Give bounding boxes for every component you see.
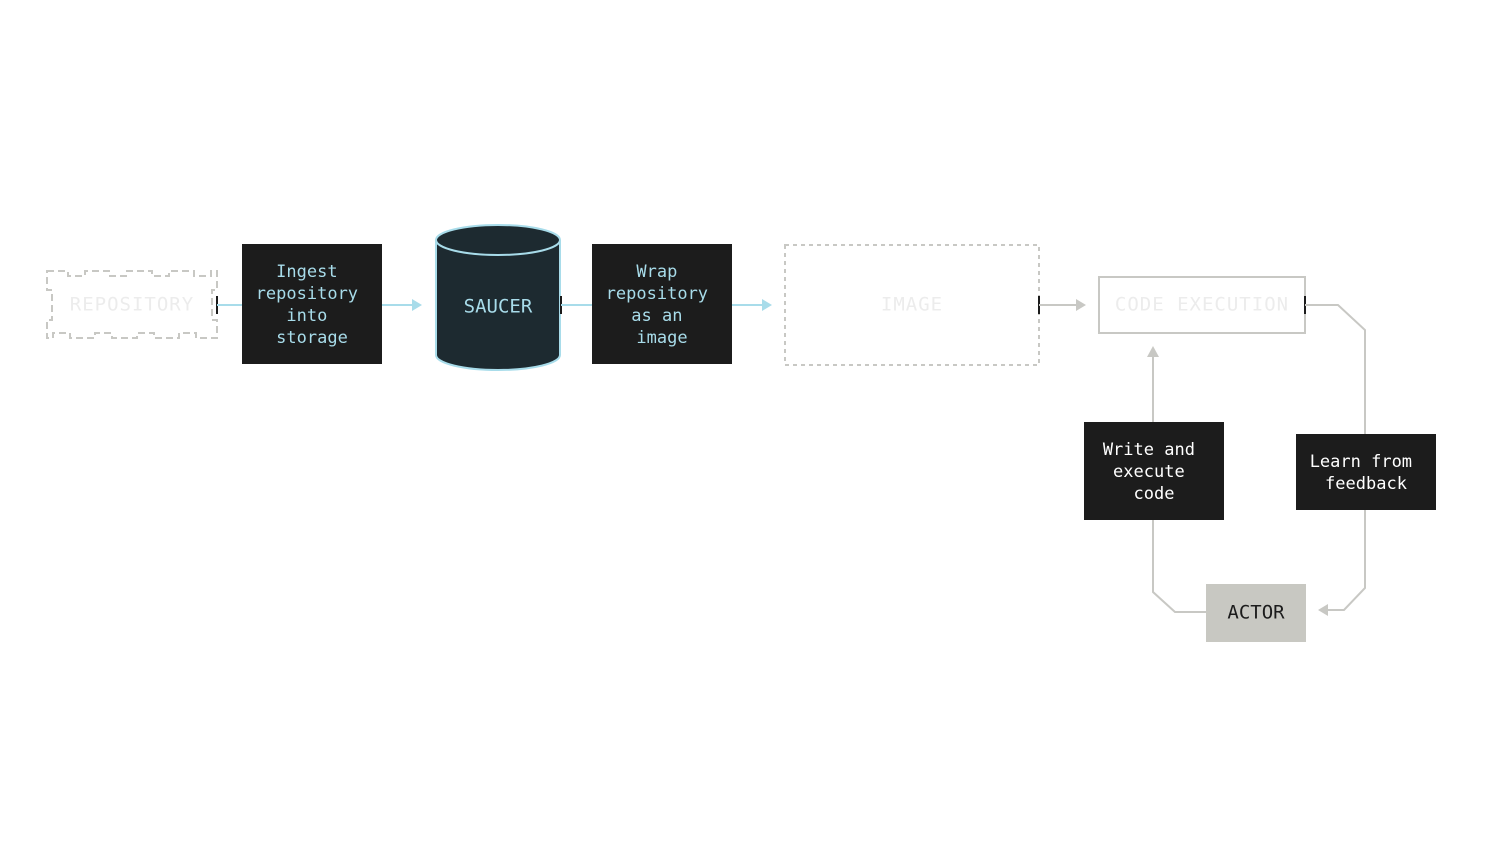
actor-node: ACTOR: [1206, 584, 1306, 642]
arrow-head: [762, 299, 772, 311]
svg-text:Write and execute: Write and execute code: [1103, 440, 1205, 504]
arrow-image-code: [1038, 296, 1086, 314]
learn-feedback-line-1: Learn from: [1310, 452, 1412, 472]
wrap-box: [592, 244, 732, 364]
saucer-cylinder-top: [435, 224, 561, 256]
saucer-cylinder-body: [435, 240, 561, 371]
arrow-ingest-saucer: [382, 299, 422, 311]
ingest-box: [242, 244, 382, 364]
ingest-line-2: repository: [256, 284, 358, 304]
connector-saucer-wrap: [560, 296, 592, 314]
wrap-step: Wrap repository as an image: [592, 244, 732, 364]
write-execute-line-2: execute: [1113, 462, 1185, 482]
ingest-line-1: Ingest: [276, 262, 337, 282]
ingest-line-4: storage: [276, 328, 348, 348]
write-execute-step: Write and execute code: [1084, 422, 1224, 520]
arrow-head: [1076, 299, 1086, 311]
actor-box: [1206, 584, 1306, 642]
learn-feedback-box: [1296, 434, 1436, 510]
svg-text:Learn from feedback: Learn from feedback: [1310, 452, 1423, 494]
svg-text:Ingest repository: Ingest repository into storage: [256, 262, 369, 348]
wrap-line-4: image: [636, 328, 687, 348]
arrow-head: [1318, 604, 1328, 616]
write-execute-line-1: Write and: [1103, 440, 1195, 460]
image-label: IMAGE: [881, 294, 943, 316]
connector-repo-ingest: [216, 296, 242, 314]
saucer-database: SAUCER: [435, 224, 561, 371]
repository-node: REPOSITORY: [46, 270, 218, 339]
learn-feedback-line-2: feedback: [1325, 474, 1407, 494]
saucer-label: SAUCER: [464, 296, 533, 318]
svg-text:Wrap repository as: Wrap repository as an image: [606, 262, 719, 348]
learn-feedback-step: Learn from feedback: [1296, 434, 1436, 510]
code-execution-node: CODE EXECUTION: [1098, 276, 1306, 334]
image-node: IMAGE: [784, 244, 1040, 366]
ingest-step: Ingest repository into storage: [242, 244, 382, 364]
repository-label: REPOSITORY: [70, 294, 194, 316]
arrow-head: [1147, 346, 1159, 357]
arrow-wrap-image: [732, 299, 772, 311]
wrap-line-1: Wrap: [636, 262, 677, 282]
wrap-line-3: as an: [631, 306, 682, 326]
arrow-head: [412, 299, 422, 311]
repository-outline: [46, 270, 218, 339]
code-execution-label: CODE EXECUTION: [1115, 294, 1289, 316]
write-execute-line-3: code: [1134, 484, 1175, 504]
wrap-line-2: repository: [606, 284, 708, 304]
actor-label: ACTOR: [1227, 602, 1285, 624]
ingest-line-3: into: [286, 306, 327, 326]
write-execute-box: [1084, 422, 1224, 520]
